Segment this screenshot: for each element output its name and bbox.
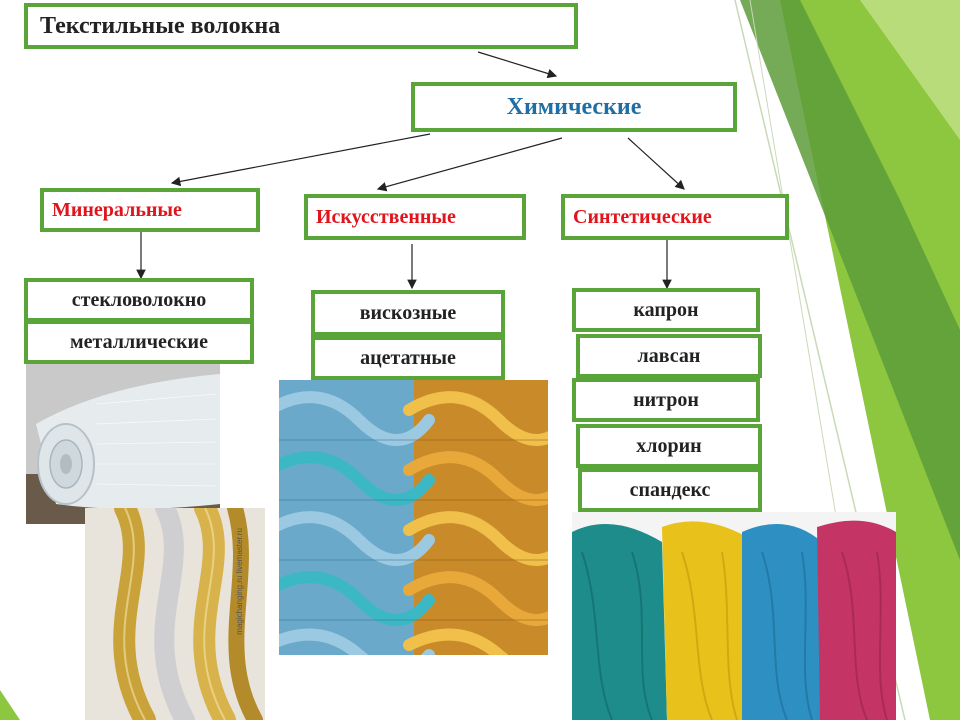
synthetic-box: Синтетические <box>561 194 789 240</box>
page-title: Текстильные волокна <box>40 12 281 39</box>
woven-fibers-image <box>279 380 548 655</box>
item-label: ацетатные <box>360 346 456 369</box>
mineral-label: Минеральные <box>52 198 182 221</box>
item-label: вискозные <box>359 301 457 324</box>
artificial-item-acetate: ацетатные <box>311 336 505 380</box>
colored-fibers-image <box>572 512 896 720</box>
arrow-chemical-to-synthetic <box>627 137 685 190</box>
arrow-chemical-to-artificial <box>376 137 563 192</box>
synthetic-item-kapron: капрон <box>572 288 760 332</box>
chemical-label: Химические <box>506 93 642 120</box>
synthetic-item-nitron: нитрон <box>572 378 760 422</box>
item-label: капрон <box>633 298 699 321</box>
mineral-item-metallic: металлические <box>24 320 254 364</box>
item-label: спандекс <box>629 478 711 501</box>
chemical-box: Химические <box>411 82 737 132</box>
synthetic-item-lavsan: лавсан <box>576 334 762 378</box>
synthetic-label: Синтетические <box>573 205 712 228</box>
item-label: нитрон <box>633 388 699 411</box>
mineral-item-fiberglass: стекловолокно <box>24 278 254 322</box>
title-box: Текстильные волокна <box>24 3 578 49</box>
artificial-item-viscose: вискозные <box>311 290 505 336</box>
synthetic-item-spandex: спандекс <box>578 468 762 512</box>
item-label: металлические <box>70 330 208 353</box>
item-label: хлорин <box>636 434 702 457</box>
synthetic-item-chlorine: хлорин <box>576 424 762 468</box>
item-label: лавсан <box>637 344 701 367</box>
item-label: стекловолокно <box>71 288 207 311</box>
artificial-label: Искусственные <box>316 205 456 228</box>
watermark-text: magichanging.ru livemaster.ru <box>235 528 244 635</box>
fiberglass-roll-image <box>26 364 220 524</box>
mineral-box: Минеральные <box>40 188 260 232</box>
artificial-box: Искусственные <box>304 194 526 240</box>
arrow-chemical-to-mineral <box>170 133 431 187</box>
metallic-threads-image: magichanging.ru livemaster.ru <box>85 508 265 720</box>
arrow-title-to-chemical <box>477 51 558 79</box>
